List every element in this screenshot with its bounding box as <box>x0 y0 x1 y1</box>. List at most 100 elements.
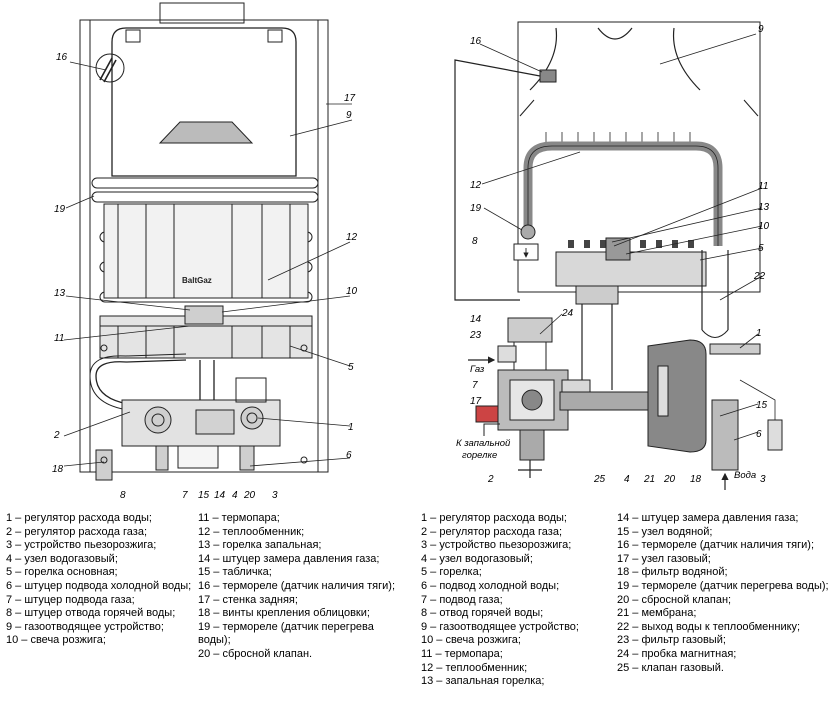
callout-17: 17 <box>470 396 482 407</box>
legend-item: 3 – устройство пьезорозжига; <box>421 539 572 552</box>
water-unit <box>647 339 707 453</box>
callout-3: 3 <box>272 490 278 501</box>
heat-exchanger <box>523 141 723 246</box>
callout-13: 13 <box>54 288 66 299</box>
legend-item: 1 – регулятор расхода воды; <box>421 512 567 524</box>
gas-supply-pipe <box>581 290 613 390</box>
gas-inlet-label: Газ <box>470 364 485 375</box>
callout-2: 2 <box>487 474 494 485</box>
callout-18: 18 <box>690 474 702 485</box>
callout-6: 6 <box>346 450 352 461</box>
flue-baffle-left <box>529 27 558 91</box>
water-flow-regulator <box>709 343 761 355</box>
legend-item: 9 – газоотводящее устройство; <box>6 620 164 633</box>
callout-1: 1 <box>348 422 354 433</box>
callout-12: 12 <box>470 180 482 191</box>
callout-12: 12 <box>346 232 358 243</box>
water-inlet-label: Вода <box>734 470 756 481</box>
legend-item: 10 – свеча розжига; <box>6 634 106 647</box>
legend-item: 8 – штуцер отвода горячей воды; <box>6 607 176 620</box>
callout-23: 23 <box>469 330 482 341</box>
burner <box>555 251 707 287</box>
water-filter <box>711 399 739 471</box>
mounting-hole <box>100 456 108 464</box>
legend-item: 3 – устройство пьезорозжига; <box>6 539 157 552</box>
legend-item: 13 – запальная горелка; <box>421 675 545 688</box>
callout-7: 7 <box>472 380 478 391</box>
callout-4: 4 <box>624 474 630 485</box>
callout-21: 21 <box>643 474 655 485</box>
front-view-diagram: BaltGaz <box>63 2 353 481</box>
legend-item: 4 – узел водогазовый; <box>421 552 533 565</box>
hot-water-outlet-fitting <box>95 449 113 481</box>
legend-item: 17 – стенка задняя; <box>198 593 298 606</box>
callout-13: 13 <box>758 202 770 213</box>
piezo-igniter <box>767 419 783 451</box>
flue-baffle-center <box>597 27 633 40</box>
flue-baffle-right <box>672 27 701 91</box>
legend-right-column-b: 14 – штуцер замера давления газа; 15 – у… <box>617 512 829 675</box>
overheat-thermostat <box>520 224 536 240</box>
legend-item: 5 – горелка основная; <box>6 566 118 579</box>
callout-6: 6 <box>756 429 762 440</box>
gas-filter <box>497 345 517 363</box>
pilot-gas-line <box>483 423 500 436</box>
callout-2: 2 <box>53 430 60 441</box>
callout-4: 4 <box>232 490 238 501</box>
cold-water-inlet-fitting <box>239 445 255 471</box>
legend-item: 15 – узел водяной; <box>617 525 713 538</box>
right-callouts: 16 9 12 19 8 11 13 10 5 22 14 24 23 7 17… <box>456 24 770 485</box>
legend-item: 6 – подвод холодной воды; <box>421 579 560 592</box>
mounting-hole <box>300 456 308 464</box>
legend-item: 18 – винты крепления облицовки; <box>198 607 370 620</box>
gas-inlet-fitting <box>155 445 169 471</box>
legend-left-column-a: 1 – регулятор расхода воды; 2 – регулято… <box>6 512 192 648</box>
legend-item: 6 – штуцер подвода холодной воды; <box>6 579 192 592</box>
legend-item: 21 – мембрана; <box>617 607 697 620</box>
callout-22: 22 <box>753 271 766 282</box>
hood-tab-left <box>125 29 141 43</box>
rating-plate <box>177 445 219 469</box>
draft-hood-window <box>158 121 254 144</box>
legend-item: 10 – свеча розжига; <box>421 634 521 647</box>
legend-item: 14 – штуцер замера давления газа; <box>198 552 380 565</box>
legend-item: 13 – горелка запальная; <box>198 539 322 552</box>
callout-15: 15 <box>198 490 210 501</box>
ignition-note-line2: горелке <box>462 450 497 461</box>
callout-10: 10 <box>758 221 770 232</box>
callout-5: 5 <box>758 243 764 254</box>
legend-item: 17 – узел газовый; <box>617 552 711 565</box>
callout-19: 19 <box>470 203 482 214</box>
callout-16: 16 <box>470 36 482 47</box>
legend-item: 23 – фильтр газовый; <box>617 634 726 647</box>
legend-item: 9 – газоотводящее устройство; <box>421 620 579 633</box>
legend-item: 7 – подвод газа; <box>421 593 503 606</box>
flue-deflector-left <box>519 99 535 117</box>
callout-9: 9 <box>758 24 764 35</box>
ignition-note-line1: К запальной <box>456 438 511 449</box>
legend-item: 20 – сбросной клапан. <box>198 647 313 660</box>
callout-16: 16 <box>56 52 68 63</box>
callout-8: 8 <box>472 236 478 247</box>
callout-14: 14 <box>470 314 482 325</box>
legend-item: 20 – сбросной клапан; <box>617 593 732 606</box>
draught-thermostat <box>539 69 557 83</box>
hood-tab-right <box>267 29 283 43</box>
right-leaders <box>479 33 763 441</box>
draught-thermostat-sensor <box>99 57 117 83</box>
legend-item: 14 – штуцер замера давления газа; <box>617 512 799 524</box>
gas-pipe <box>199 360 215 400</box>
callout-17: 17 <box>344 93 356 104</box>
pilot-burner <box>605 237 631 261</box>
draft-hood <box>111 27 297 177</box>
water-pipe-loop <box>95 359 187 405</box>
legend-item: 2 – регулятор расхода газа; <box>6 525 147 538</box>
flue-stub <box>159 2 245 24</box>
legend-item: 12 – теплообменник; <box>198 525 305 538</box>
draught-thermostat-ring <box>95 53 125 83</box>
callout-10: 10 <box>346 286 358 297</box>
callout-15: 15 <box>756 400 768 411</box>
gas-unit <box>475 317 591 461</box>
legend-item: 24 – пробка магнитная; <box>617 647 737 660</box>
water-gas-unit <box>121 377 281 447</box>
